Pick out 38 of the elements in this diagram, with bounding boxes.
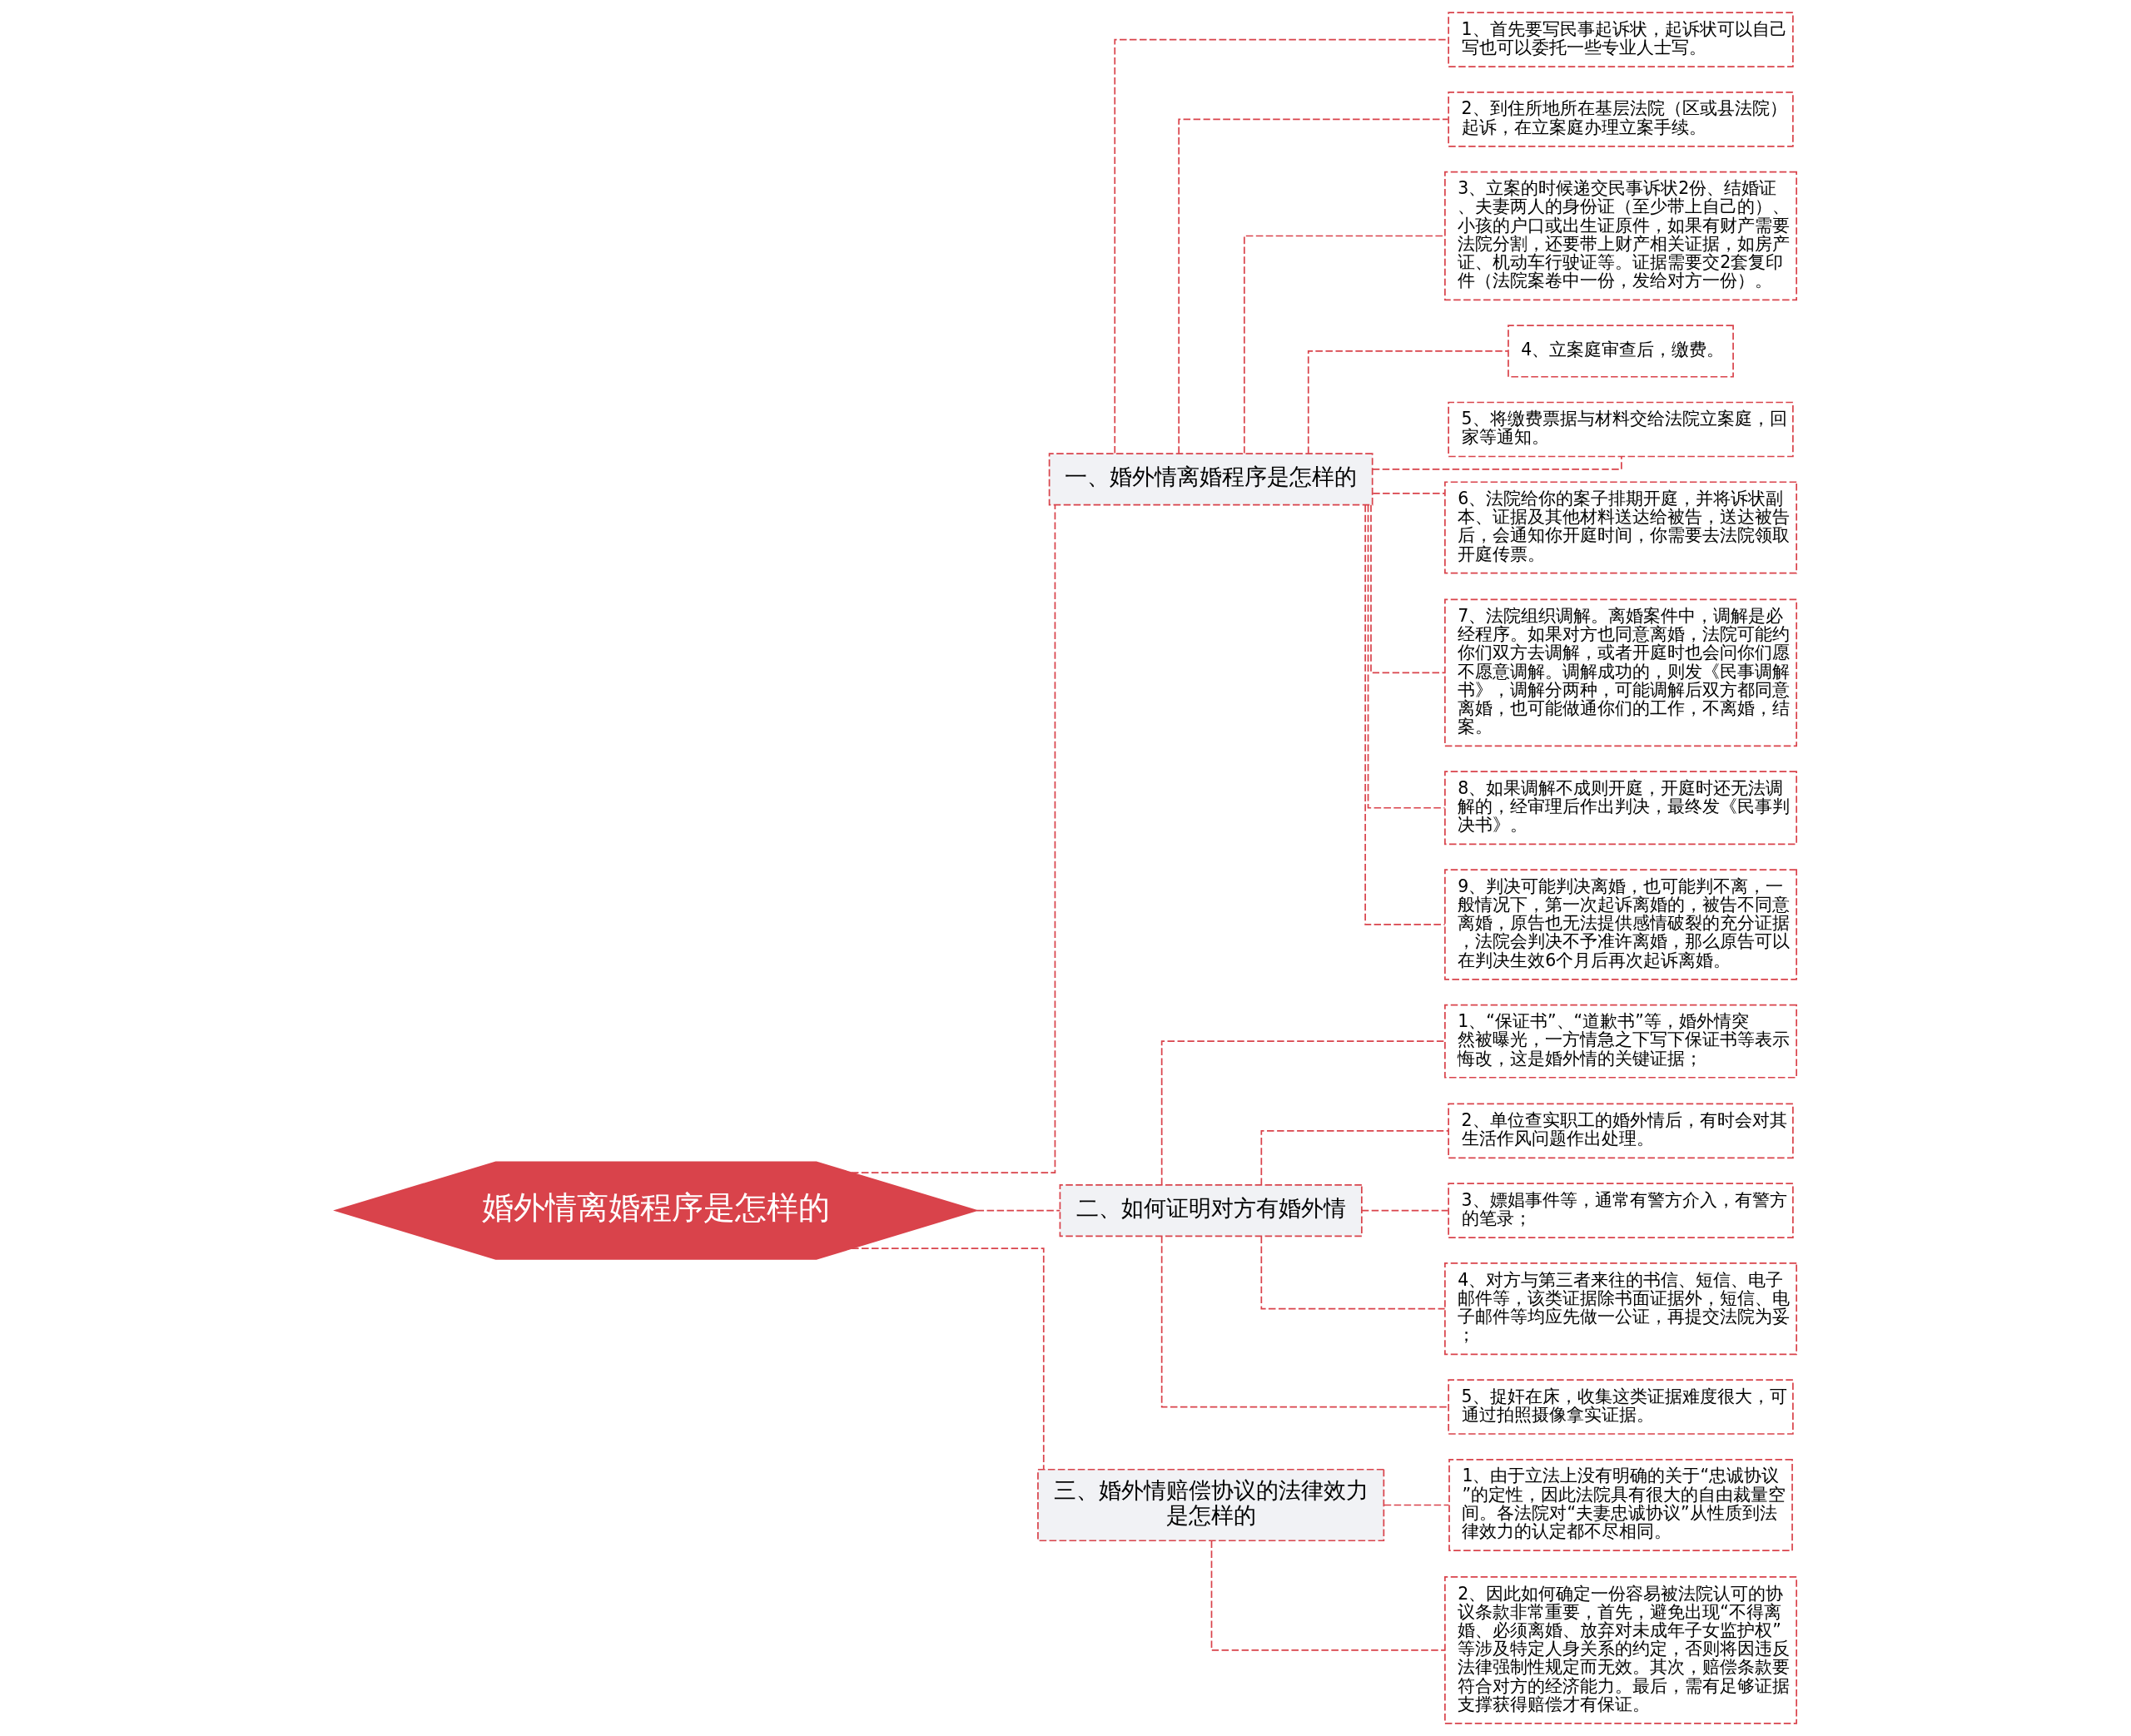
node-box: 3、嫖娼事件等，通常有警方介入，有警方的笔录； bbox=[1447, 1183, 1794, 1238]
node-box: 5、捉奸在床，收集这类证据难度很大，可通过拍照摄像拿实证据。 bbox=[1447, 1379, 1794, 1435]
node-box: 2、因此如何确定一份容易被法院认可的协议条款非常重要，首先，避免出现“不得离婚、必须离婚、放弃对未成年子女监护权”等涉及特定人身关系的约定，否则将因违反法律强制性规定而无效。其次，赔偿条款要符合对方的经济能力。最后，需有足够证据支撑获得赔偿才有保证。 bbox=[1443, 1576, 1797, 1724]
node-box: 9、判决可能判决离婚，也可能判不离，一般情况下，第一次起诉离婚的，被告不同意离婚，原告也无法提供感情破裂的充分证据，法院会判决不予准许离婚，那么原告可以在判决生效6个月后再次起诉离婚。 bbox=[1443, 869, 1797, 980]
node-box: 1、由于立法上没有明确的关于“忠诚协议”的定性，因此法院具有很大的自由裁量空间。各法院对“夫妻忠诚协议”从性质到法律效力的认定都不尽相同。 bbox=[1448, 1458, 1793, 1552]
node-box: 2、到住所地所在基层法院（区或县法院）起诉，在立案庭办理立案手续。 bbox=[1447, 91, 1794, 147]
node-box: 6、法院给你的案子排期开庭，并将诉状副本、证据及其他材料送达给被告，送达被告后，会通知你开庭时间，你需要去法院领取开庭传票。 bbox=[1443, 481, 1797, 574]
connector bbox=[1307, 350, 1508, 454]
connector bbox=[850, 1247, 1045, 1471]
node-box: 7、法院组织调解。离婚案件中，调解是必经程序。如果对方也同意离婚，法院可能约你们双方去调解，或者开庭时也会问你们愿不愿意调解。调解成功的，则发《民事调解书》，调解分两种，可能调解后双方都同意离婚，也可能做通你们的工作，不离婚，结案。 bbox=[1443, 598, 1797, 747]
connector bbox=[1360, 1209, 1448, 1212]
connector bbox=[1367, 503, 1445, 809]
connector bbox=[1371, 455, 1622, 470]
connector bbox=[1160, 1040, 1445, 1186]
node-box: 1、首先要写民事起诉状，起诉状可以自己写也可以委托一些专业人士写。 bbox=[1447, 12, 1794, 67]
node-box: 一、婚外情离婚程序是怎样的 bbox=[1048, 453, 1373, 506]
node-box: 4、立案庭审查后，缴费。 bbox=[1507, 325, 1734, 378]
connector bbox=[1259, 1235, 1445, 1310]
node-box: 3、立案的时候递交民事诉状2份、结婚证、夫妻两人的身份证（至少带上自己的）、小孩的户口或出生证原件，如果有财产需要法院分割，还要带上财产相关证据，如房产证、机动车行驶证等。证据需要交2套复印件（法院案卷中一份，发给对方一份）。 bbox=[1443, 171, 1797, 301]
node-box: 1、“保证书”、“道歉书”等，婚外情突然被曝光，一方情急之下写下保证书等表示悔改，这是婚外情的关键证据； bbox=[1443, 1004, 1797, 1079]
connector bbox=[1364, 504, 1445, 925]
connector bbox=[976, 1209, 1061, 1212]
connector bbox=[1177, 118, 1448, 454]
connector bbox=[1369, 503, 1445, 674]
node-box: 二、如何证明对方有婚外情 bbox=[1059, 1183, 1363, 1238]
connector bbox=[1383, 1504, 1449, 1506]
node-box: 5、将缴费票据与材料交给法院立案庭，回家等通知。 bbox=[1447, 401, 1794, 458]
connector bbox=[1243, 235, 1445, 454]
connector bbox=[1113, 38, 1448, 454]
connector bbox=[1371, 493, 1445, 494]
connector bbox=[850, 504, 1056, 1173]
node-box: 三、婚外情赔偿协议的法律效力是怎样的 bbox=[1036, 1468, 1384, 1542]
node-box: 4、对方与第三者来往的书信、短信、电子邮件等，该类证据除书面证据外，短信、电子邮件等均应先做一公证，再提交法院为妥； bbox=[1443, 1262, 1797, 1356]
node-box: 2、单位查实职工的婚外情后，有时会对其生活作风问题作出处理。 bbox=[1447, 1103, 1794, 1159]
node-box: 8、如果调解不成则开庭，开庭时还无法调解的，经审理后作出判决，最终发《民事判决书》。 bbox=[1443, 771, 1797, 846]
connector bbox=[1210, 1540, 1446, 1651]
connector bbox=[1160, 1235, 1449, 1408]
connector bbox=[1259, 1130, 1449, 1186]
